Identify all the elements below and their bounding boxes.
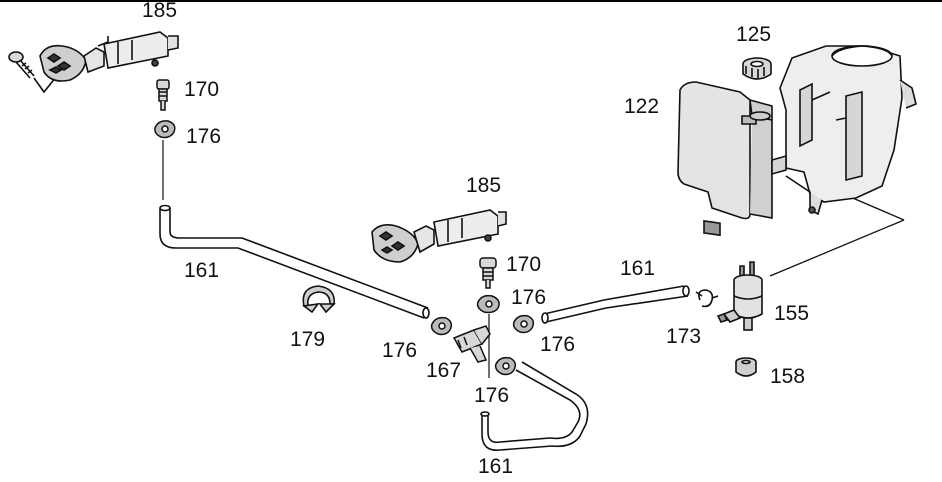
callout-161-left: 161 — [184, 259, 220, 282]
callout-185-top: 185 — [142, 0, 178, 22]
hose-161-left — [159, 204, 430, 319]
callout-176-c: 176 — [511, 286, 547, 309]
check-valve-top — [156, 79, 170, 111]
washer-reservoir-122 — [677, 81, 773, 237]
callout-170-mid: 170 — [506, 253, 542, 276]
callout-176-d: 176 — [540, 333, 576, 356]
callout-173: 173 — [666, 325, 702, 348]
callout-176-a: 176 — [382, 339, 418, 362]
washer-nozzle-top-left — [8, 31, 179, 94]
hose-clamp-179 — [301, 285, 336, 314]
washer-pump-155 — [716, 261, 763, 331]
callout-155: 155 — [774, 302, 810, 325]
check-valve-center — [479, 257, 497, 289]
callout-185-mid: 185 — [466, 174, 502, 197]
reservoir-bracket — [771, 45, 917, 216]
grommet-158 — [735, 357, 757, 377]
callout-158: 158 — [770, 365, 806, 388]
callout-125: 125 — [736, 23, 772, 46]
hose-161-bottom — [480, 361, 589, 451]
callout-176-top: 176 — [186, 125, 222, 148]
t-connector-167 — [452, 325, 491, 363]
callout-161-bottom: 161 — [478, 455, 514, 478]
clip-right-of-connector — [512, 314, 535, 334]
spring-clamp-173 — [695, 289, 719, 308]
clip-center-upper — [476, 294, 500, 314]
reservoir-cap-125 — [742, 57, 772, 80]
hose-161-right — [541, 285, 690, 324]
clip-left-of-connector — [430, 316, 453, 336]
callout-161-right: 161 — [620, 257, 656, 280]
callout-170-top: 170 — [184, 78, 220, 101]
callout-122: 122 — [624, 95, 660, 118]
washer-nozzle-center — [371, 209, 507, 263]
clip-top — [154, 120, 176, 139]
clip-lower — [494, 356, 517, 376]
callout-176-b: 176 — [474, 384, 510, 407]
leader-line — [769, 219, 905, 277]
callout-179: 179 — [290, 328, 326, 351]
callout-167: 167 — [426, 359, 462, 382]
